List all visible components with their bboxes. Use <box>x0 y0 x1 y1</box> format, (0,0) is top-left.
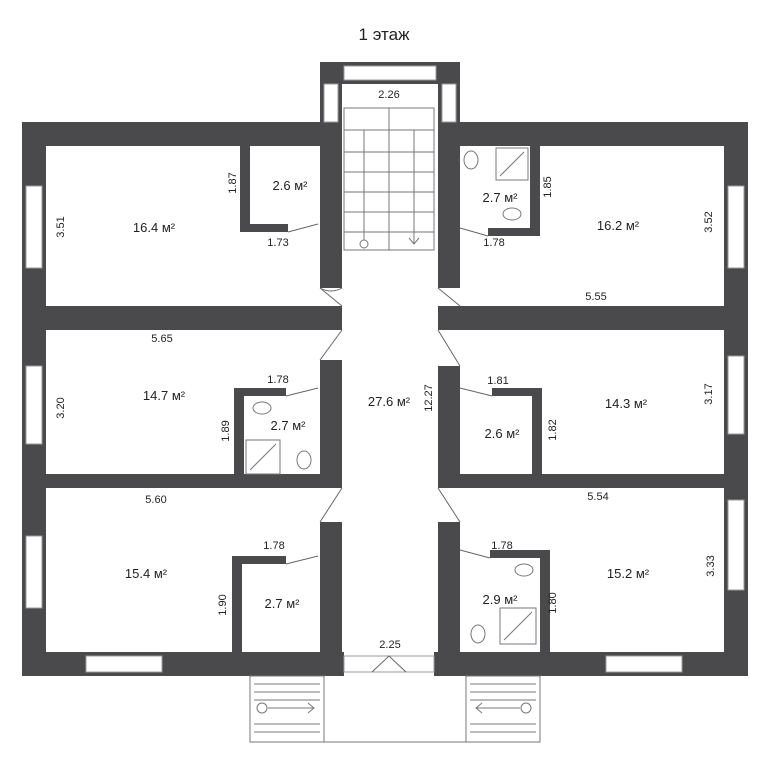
area-label: 2.7 м² <box>265 596 301 611</box>
dimension-label: 1.73 <box>267 237 288 249</box>
dimension-label: 1.82 <box>547 419 559 440</box>
area-label: 27.6 м² <box>368 394 411 409</box>
dimension-label: 3.17 <box>703 383 715 404</box>
windows <box>25 65 745 673</box>
dimension-label: 1.78 <box>491 540 512 552</box>
area-label: 15.4 м² <box>125 566 168 581</box>
dimension-label: 1.85 <box>542 176 554 197</box>
dimension-label: 1.87 <box>227 172 239 193</box>
dimension-label: 1.89 <box>220 420 232 441</box>
room-labels: 16.4 м² 3.51 2.6 м² 1.87 1.73 2.26 2.7 м… <box>55 89 717 651</box>
interior-walls <box>46 146 724 676</box>
area-label: 14.7 м² <box>143 388 186 403</box>
area-label: 2.6 м² <box>273 178 309 193</box>
dimension-label: 1.81 <box>487 375 508 387</box>
floor-title: 1 этаж <box>359 25 411 44</box>
dimension-label: 5.55 <box>585 291 606 303</box>
dimension-label: 2.26 <box>378 89 399 101</box>
area-label: 16.4 м² <box>133 220 176 235</box>
dimension-label: 1.90 <box>217 594 229 615</box>
dimension-label: 1.78 <box>263 540 284 552</box>
area-label: 2.6 м² <box>485 426 521 441</box>
entrance-steps-left <box>249 675 325 743</box>
dimension-label: 3.20 <box>55 397 67 418</box>
staircase <box>343 107 435 251</box>
area-label: 2.7 м² <box>483 190 519 205</box>
dimension-label: 5.54 <box>587 491 608 503</box>
dimension-label: 1.80 <box>547 592 559 613</box>
dimension-label: 12.27 <box>423 384 435 412</box>
area-label: 16.2 м² <box>597 218 640 233</box>
dimension-label: 1.78 <box>483 237 504 249</box>
dimension-label: 3.52 <box>703 211 715 232</box>
area-label: 2.7 м² <box>271 418 307 433</box>
dimension-label: 3.33 <box>705 555 717 576</box>
dimension-label: 5.60 <box>145 494 166 506</box>
area-label: 2.9 м² <box>483 592 519 607</box>
entrance-steps-right <box>465 675 541 743</box>
doors <box>285 223 493 673</box>
dimension-label: 3.51 <box>55 216 67 237</box>
dimension-label: 5.65 <box>151 333 172 345</box>
dimension-label: 2.25 <box>379 639 400 651</box>
outer-walls <box>22 62 748 676</box>
dimension-label: 1.78 <box>267 374 288 386</box>
bathroom-fixtures <box>245 147 537 645</box>
area-label: 14.3 м² <box>605 396 648 411</box>
area-label: 15.2 м² <box>607 566 650 581</box>
